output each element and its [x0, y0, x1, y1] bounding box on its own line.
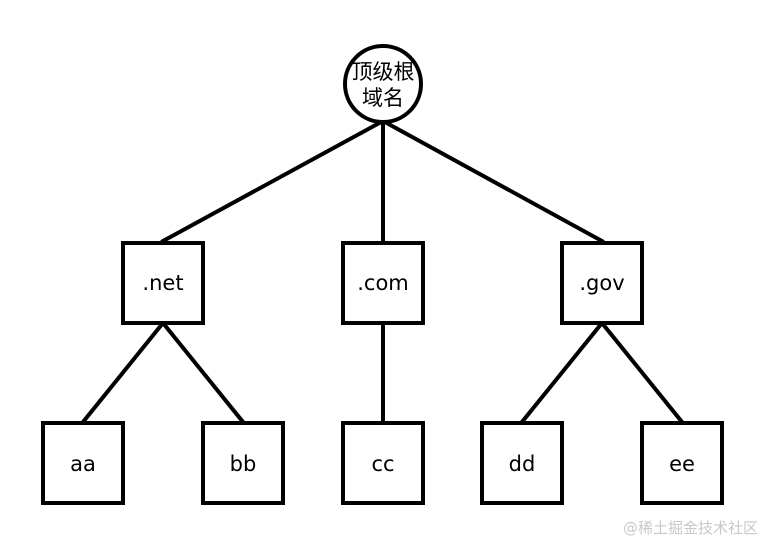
node-bb: bb	[201, 421, 285, 505]
node-bb-box	[201, 421, 285, 505]
node-aa: aa	[41, 421, 125, 505]
node-net: .net	[121, 241, 205, 325]
root-node-circle	[343, 44, 423, 124]
edge-root-gov	[380, 118, 605, 244]
node-cc-box	[341, 421, 425, 505]
edge-net-bb	[160, 320, 246, 425]
node-gov-label: .gov	[579, 271, 624, 295]
node-com-box	[341, 241, 425, 325]
node-ee-label: ee	[669, 452, 695, 476]
edge-net-aa	[80, 320, 166, 425]
edge-gov-ee	[599, 320, 685, 425]
node-dd: dd	[480, 421, 564, 505]
root-node: 顶级根 域名	[343, 44, 423, 124]
node-gov-box	[560, 241, 644, 325]
node-dd-label: dd	[509, 452, 536, 476]
node-bb-label: bb	[230, 452, 257, 476]
node-net-box	[121, 241, 205, 325]
edge-root-net	[160, 118, 386, 244]
node-dd-box	[480, 421, 564, 505]
root-node-label-line1: 顶级根	[352, 60, 415, 84]
node-aa-box	[41, 421, 125, 505]
watermark: @稀土掘金技术社区	[622, 519, 758, 537]
root-node-label-line2: 域名	[362, 86, 404, 110]
node-ee: ee	[640, 421, 724, 505]
edge-gov-dd	[519, 320, 605, 425]
node-ee-box	[640, 421, 724, 505]
node-cc-label: cc	[371, 452, 394, 476]
node-com: .com	[341, 241, 425, 325]
node-cc: cc	[341, 421, 425, 505]
node-aa-label: aa	[70, 452, 96, 476]
node-com-label: .com	[357, 271, 409, 295]
node-gov: .gov	[560, 241, 644, 325]
node-net-label: .net	[142, 271, 183, 295]
